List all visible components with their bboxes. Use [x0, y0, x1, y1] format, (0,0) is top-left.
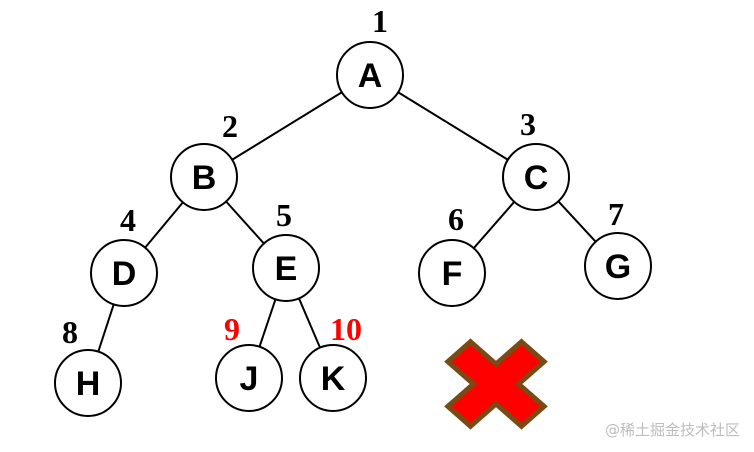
x-mark-icon [444, 338, 548, 430]
node-label: F [442, 255, 463, 293]
node-number-h: 8 [62, 314, 78, 350]
node-circle [90, 239, 158, 307]
node-label: D [112, 255, 137, 293]
node-circle [418, 239, 486, 307]
node-number-k: 10 [330, 311, 362, 347]
node-j: J [215, 344, 283, 412]
nodes: A B C D E F G H J K [54, 41, 652, 417]
node-number-f: 6 [448, 201, 464, 237]
node-h: H [54, 349, 122, 417]
node-circle [584, 232, 652, 300]
node-circle [54, 349, 122, 417]
node-g: G [584, 232, 652, 300]
node-number-j: 9 [224, 311, 240, 347]
node-circle [170, 143, 238, 211]
node-label: B [192, 159, 217, 197]
node-number-c: 3 [520, 106, 536, 142]
node-number-a: 1 [372, 3, 388, 39]
node-circle [252, 234, 320, 302]
node-label: K [321, 360, 346, 398]
node-label: H [76, 365, 101, 403]
edge-b-e [225, 200, 265, 245]
edge-a-c [397, 91, 509, 161]
node-c: C [502, 143, 570, 211]
node-k: K [299, 344, 367, 412]
edge-c-g [557, 200, 597, 243]
node-circle [336, 41, 404, 109]
edges [97, 91, 597, 352]
node-number-b: 2 [222, 108, 238, 144]
node-b: B [170, 143, 238, 211]
node-circle [502, 143, 570, 211]
node-e: E [252, 234, 320, 302]
node-a: A [336, 41, 404, 109]
node-f: F [418, 239, 486, 307]
node-label: A [358, 57, 383, 95]
node-circle [215, 344, 283, 412]
node-number-d: 4 [120, 202, 136, 238]
node-number-g: 7 [608, 196, 624, 232]
edge-b-d [144, 201, 184, 249]
edge-d-h [97, 304, 115, 352]
edge-c-f [472, 201, 516, 249]
node-label: G [605, 248, 631, 286]
node-number-e: 5 [276, 197, 292, 233]
node-label: E [275, 250, 298, 288]
edge-e-j [258, 298, 277, 348]
node-circle [299, 344, 367, 412]
watermark: @稀土掘金技术社区 [604, 421, 740, 439]
node-label: C [524, 159, 549, 197]
edge-e-k [298, 297, 321, 349]
node-d: D [90, 239, 158, 307]
node-numbers: 1 2 3 4 5 6 7 8 9 10 [62, 3, 624, 350]
edge-a-b [231, 91, 343, 161]
node-label: J [240, 360, 259, 398]
